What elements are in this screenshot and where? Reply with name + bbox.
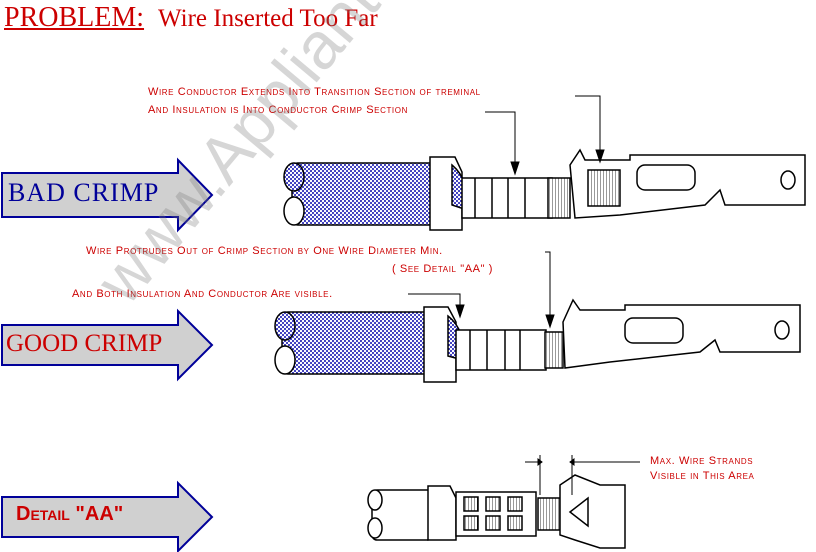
bad-crimp-arrow [1, 157, 214, 233]
detail-note-line1: Max. Wire Strands [650, 455, 754, 467]
detail-aa-label: Detail "AA" [16, 503, 124, 525]
bad-crimp-terminal [283, 148, 806, 231]
bad-crimp-label: BAD CRIMP [8, 178, 160, 207]
detail-arrow [1, 480, 214, 552]
good-note-line1: Wire Protrudes Out of Crimp Section by O… [86, 245, 443, 257]
good-note-line2: ( See Detail "AA" ) [392, 263, 494, 275]
good-crimp-label: GOOD CRIMP [6, 330, 163, 357]
good-note-line3: And Both Insulation And Conductor Are vi… [72, 288, 333, 300]
page-title: PROBLEM: Wire Inserted Too Far [4, 2, 378, 34]
bad-note-line2: And Insulation is Into Conductor Crimp S… [148, 104, 408, 116]
title-subtitle: Wire Inserted Too Far [158, 5, 378, 32]
bad-note-line1: Wire Conductor Extends Into Transition S… [148, 86, 481, 98]
detail-note-line2: Visible in This Area [650, 470, 755, 482]
bad-leader-lines [485, 95, 605, 176]
detail-aa-terminal [367, 474, 626, 549]
good-crimp-arrow [1, 308, 214, 382]
good-leader-lines [408, 251, 555, 329]
detail-dimension-lines [525, 455, 640, 495]
good-crimp-terminal [274, 298, 801, 383]
title-label: PROBLEM: [4, 2, 145, 33]
